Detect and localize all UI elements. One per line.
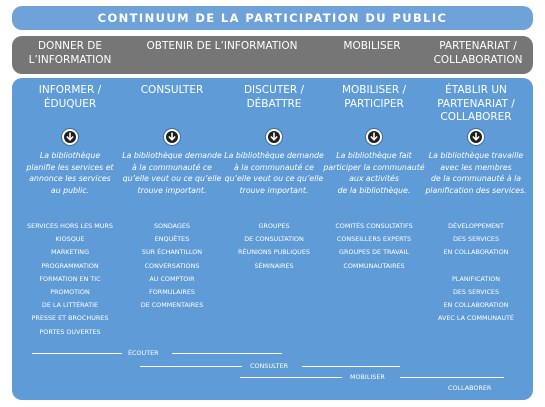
arrow-down-circle-icon: [467, 128, 485, 146]
column-heading: MOBILISER / PARTICIPER: [341, 84, 407, 110]
range-line-listen-right: [172, 353, 282, 354]
category-obtain-information: OBTENIR DE L’INFORMATION: [146, 40, 298, 52]
arrow-down-circle-icon: [61, 128, 79, 146]
column-activities: SERVICES HORS LES MURS KIOSQUE MARKETING…: [27, 222, 113, 336]
category-partnership: PARTENARIAT / COLLABORATION: [433, 40, 523, 66]
range-label-mobilize: MOBILISER: [350, 373, 385, 381]
range-line-listen-left: [32, 353, 122, 354]
range-label-listen: ÉCOUTER: [128, 349, 159, 357]
range-label-consult: CONSULTER: [250, 362, 289, 370]
column-activities: DÉVELOPPEMENT DES SERVICES EN COLLABORAT…: [438, 222, 514, 323]
category-give-information: DONNER DE L’INFORMATION: [28, 40, 112, 66]
column-activities: GROUPES DE CONSULTATION RÉUNIONS PUBLIQU…: [238, 222, 310, 270]
column-heading: INFORMER / ÉDUQUER: [38, 84, 102, 110]
column-heading: CONSULTER: [140, 84, 204, 96]
column-activities: SONDAGES ENQUÊTES SUR ÉCHANTILLON CONVER…: [140, 222, 204, 310]
category-mobilize: MOBILISER: [343, 40, 401, 52]
column-heading: ÉTABLIR UN PARTENARIAT / COLLABORER: [437, 84, 515, 123]
range-line-consult-left: [140, 366, 242, 367]
continuum-panel: INFORMER / ÉDUQUER La bibliothèque plani…: [12, 78, 533, 400]
column-heading: DISCUTER / DÉBATTRE: [243, 84, 305, 110]
range-line-mobilize-right: [400, 377, 504, 378]
column-description: La bibliothèque demande à la communauté …: [122, 151, 222, 195]
range-line-mobilize-left: [240, 377, 342, 378]
column-activities: COMITÉS CONSULTATIFS CONSEILLERS EXPERTS…: [335, 222, 413, 270]
category-header-bar: DONNER DE L’INFORMATION OBTENIR DE L’INF…: [12, 36, 533, 74]
diagram-title: CONTINUUM DE LA PARTICIPATION DU PUBLIC: [12, 6, 533, 30]
range-label-collaborate: COLLABORER: [448, 384, 492, 392]
column-description: La bibliothèque planifie les services et…: [26, 151, 114, 195]
column-description: La bibliothèque fait participer la commu…: [323, 151, 425, 195]
column-description: La bibliothèque travaille avec les membr…: [425, 151, 527, 195]
column-description: La bibliothèque demande à la communauté …: [224, 151, 324, 195]
range-line-consult-right: [302, 366, 400, 367]
arrow-down-circle-icon: [365, 128, 383, 146]
arrow-down-circle-icon: [163, 128, 181, 146]
arrow-down-circle-icon: [265, 128, 283, 146]
